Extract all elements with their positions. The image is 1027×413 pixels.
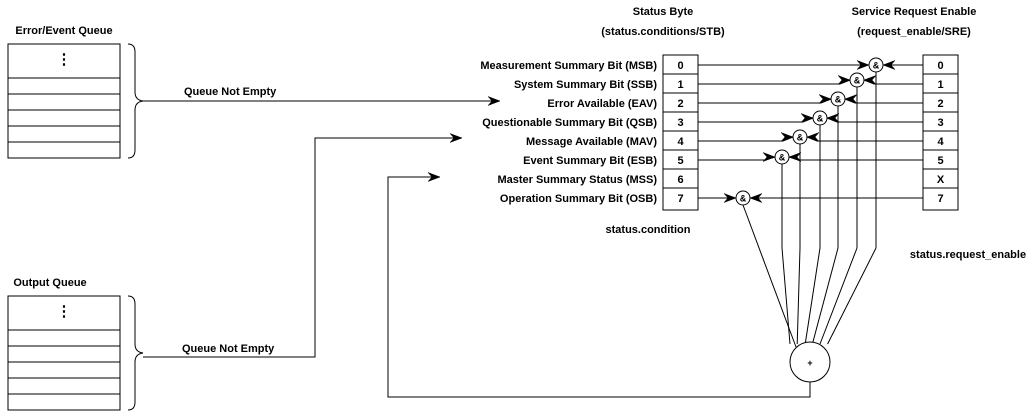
- and-gate-enable-arrow: [826, 113, 840, 123]
- and-gate-input-arrow: [818, 94, 832, 104]
- sre-bit-line: [806, 136, 923, 142]
- status-bit-value: 0: [677, 60, 683, 72]
- and-gate-output-line: [796, 247, 801, 345]
- and-gate-enable-arrow: [882, 60, 896, 70]
- output-queue-not-empty-label: Queue Not Empty: [182, 343, 275, 355]
- status-bit-value: 1: [677, 79, 683, 91]
- sre-bit-value: 4: [937, 136, 944, 148]
- and-gate-input-arrow: [837, 75, 851, 85]
- and-gate-symbol: &: [873, 61, 880, 71]
- output-queue-arrow: [449, 133, 463, 143]
- and-gate-output-line: [742, 204, 797, 348]
- and-gate-symbol: &: [797, 133, 804, 143]
- status-bit-value: 6: [677, 174, 683, 186]
- status-bit-value: 5: [677, 155, 683, 167]
- and-gate-symbol: &: [835, 95, 842, 105]
- sre-bit-value: 3: [937, 117, 943, 129]
- error-event-queue-brace: [127, 43, 144, 159]
- output-queue-box: [7, 295, 121, 411]
- and-gates: & & & & & & &: [735, 57, 884, 206]
- output-queue-ellipsis: ⋮: [57, 303, 72, 320]
- status-bit-label: Measurement Summary Bit (MSB): [480, 60, 657, 72]
- and-gate-enable-arrow: [844, 94, 858, 104]
- service-request-enable-title: Service Request Enable: [852, 6, 977, 18]
- mss-feedback-arrow: [427, 172, 441, 182]
- and-gate-output-line: [804, 247, 821, 345]
- output-queue-brace: [127, 295, 144, 411]
- status-bit-label: Message Available (MAV): [526, 136, 657, 148]
- status-bit-value: 7: [677, 193, 683, 205]
- service-request-enable-bits: 0 1 2 3 4 5X 7: [937, 60, 945, 205]
- and-gate-input-arrow: [723, 193, 737, 203]
- mss-feedback-line: [387, 176, 811, 398]
- status-bit-value: 2: [677, 98, 683, 110]
- sre-bit-value: 5: [937, 155, 943, 167]
- status-bit-value: 3: [677, 117, 683, 129]
- and-gate-output-line: [819, 247, 858, 345]
- service-request-enable-register: [922, 54, 959, 211]
- sre-bit-value: 1: [937, 79, 943, 91]
- status-bit-line: [698, 136, 794, 142]
- gate-wiring: [698, 64, 923, 348]
- status-condition-label: status.condition: [606, 224, 691, 236]
- and-gate-enable-arrow: [806, 132, 820, 142]
- output-queue-signal-line: [143, 137, 462, 358]
- error-event-queue-title: Error/Event Queue: [15, 25, 112, 37]
- status-bit-line: [698, 117, 814, 123]
- sre-bit-line: [788, 156, 923, 161]
- output-queue-title: Output Queue: [13, 277, 86, 289]
- status-byte-subtitle: (status.conditions/STB): [601, 26, 725, 38]
- status-bit-value: 4: [677, 136, 684, 148]
- status-bit-line: [698, 79, 851, 85]
- and-gate-input-arrow: [780, 132, 794, 142]
- sre-bit-value: X: [937, 174, 945, 186]
- status-bit-label: Event Summary Bit (ESB): [523, 155, 657, 167]
- and-gate-enable-arrow: [749, 193, 763, 203]
- service-request-enable-subtitle: (request_enable/SRE): [857, 26, 971, 38]
- status-bit-label: Operation Summary Bit (OSB): [500, 193, 657, 205]
- and-gate-symbol: &: [740, 194, 747, 204]
- sre-bit-value: 2: [937, 98, 943, 110]
- status-bit-label: Master Summary Status (MSS): [497, 174, 657, 186]
- and-gate-input-arrow: [800, 113, 814, 123]
- and-gate-enable-arrow: [788, 152, 802, 162]
- status-bit-label: Error Available (EAV): [547, 98, 657, 110]
- status-byte-title: Status Byte: [633, 6, 694, 18]
- and-gate-symbol: &: [779, 153, 786, 163]
- and-gate-input-arrow: [856, 60, 870, 70]
- sre-bit-line: [826, 117, 923, 123]
- status-bit-line: [698, 156, 776, 161]
- and-gate-input-arrow: [762, 152, 776, 162]
- or-gate-symbol: +: [807, 358, 812, 368]
- arrowheads: [427, 60, 896, 203]
- error-queue-arrow: [487, 96, 501, 106]
- and-gate-output-line: [827, 247, 877, 345]
- sre-bit-value: 0: [937, 60, 943, 72]
- error-queue-not-empty-label: Queue Not Empty: [184, 86, 277, 98]
- and-gate-output-line: [781, 247, 791, 345]
- status-request-enable-label: status.request_enable: [910, 249, 1026, 261]
- sre-bit-value: 7: [937, 193, 943, 205]
- status-bit-label: Questionable Summary Bit (QSB): [482, 117, 657, 129]
- status-bit-label: System Summary Bit (SSB): [514, 79, 657, 91]
- status-byte-register: [662, 54, 699, 211]
- and-gate-symbol: &: [817, 114, 824, 124]
- status-bit-line: [698, 98, 832, 104]
- and-gate-output-line: [811, 247, 839, 345]
- and-gate-enable-arrow: [863, 75, 877, 85]
- and-gate-symbol: &: [854, 76, 861, 86]
- error-event-queue-box: [7, 43, 121, 159]
- error-event-queue-ellipsis: ⋮: [57, 51, 72, 68]
